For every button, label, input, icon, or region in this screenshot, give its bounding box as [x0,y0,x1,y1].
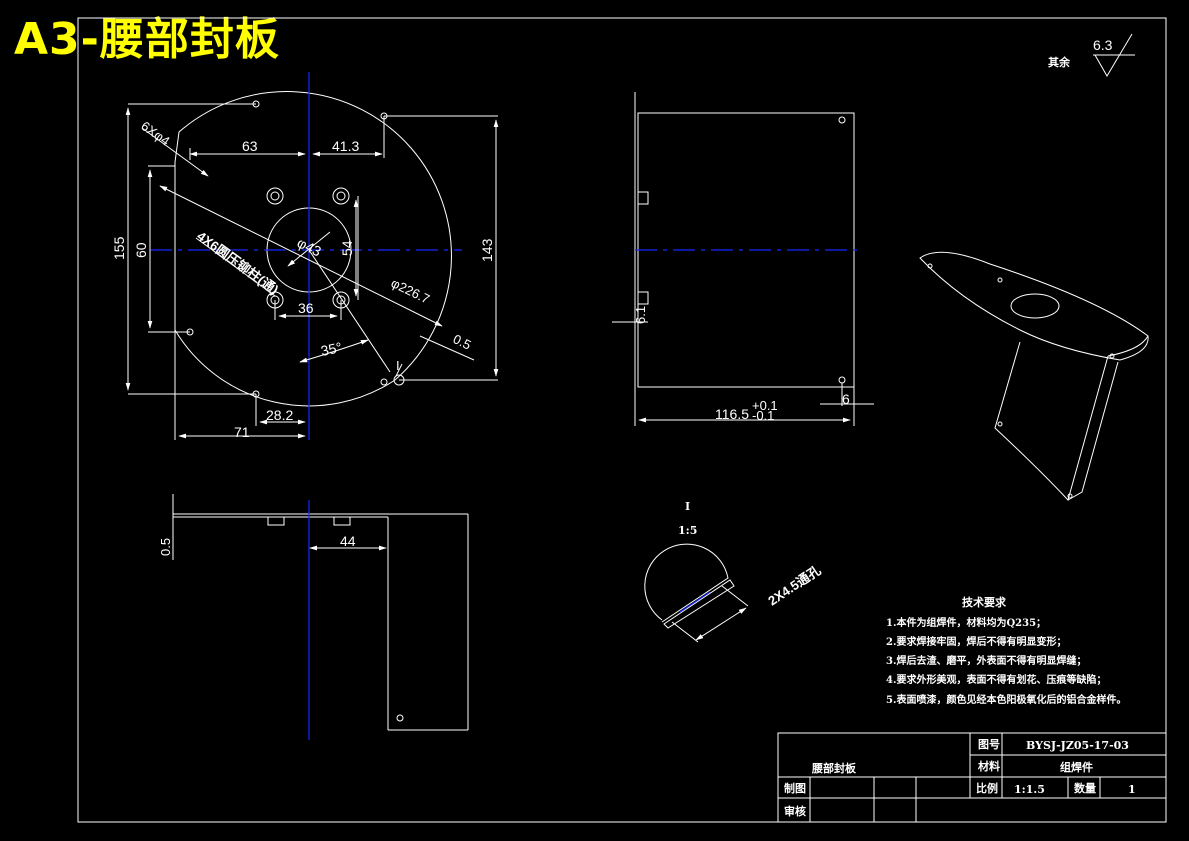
drawing-frame [77,17,1167,823]
dim-60: 60 [133,242,149,258]
title-block: 腰部封板 图号 BYSJ-JZ05-17-03 材料 组焊件 比例 1:1.5 … [777,732,1167,823]
tech-title: 技术要求 [962,595,1007,609]
dim-63: 63 [242,138,258,154]
side-tol-upper: +0.1 [752,398,778,413]
dim-41-3: 41.3 [332,138,359,154]
tb-material-label: 材料 [978,759,1000,773]
tech-item-1: 1.本件为组焊件，材料均为Q235； [886,616,1046,629]
bottom-thickness: 0.5 [158,538,173,556]
tech-requirements: 技术要求 1.本件为组焊件，材料均为Q235； 2.要求焊接牢固，焊后不得有明显… [886,595,1126,706]
dim-36: 36 [298,300,314,316]
tb-qty-label: 数量 [1074,781,1096,795]
side-width: 116.5 [715,406,749,422]
plan-view: 63 41.3 155 60 143 54 36 71 28.2 6Xφ4 φ4… [111,72,499,440]
detail-scale: 1:5 [678,524,697,537]
center-bore-dia: φ43 [295,234,324,259]
isometric-view [919,251,1149,501]
tech-item-2: 2.要求焊接牢固，焊后不得有明显变形； [886,635,1066,648]
tb-drawing-no-label: 图号 [978,738,1000,751]
surface-other-label: 其余 [1048,55,1071,69]
side-edge: 6 [842,391,850,407]
surface-roughness-symbol: 其余 6.3 [1048,33,1135,77]
tech-item-3: 3.焊后去渣、磨平，外表面不得有明显焊缝； [886,654,1086,667]
dim-28-2: 28.2 [266,407,293,423]
dim-155: 155 [111,236,127,260]
tb-part-name: 腰部封板 [811,761,857,775]
thickness-05: 0.5 [451,331,474,352]
tb-drawing-no: BYSJ-JZ05-17-03 [1026,739,1129,752]
detail-marker: I [396,358,400,373]
sheet-title: A3-腰部封板 [14,14,280,65]
detail-label: I [685,500,690,513]
outer-dia: φ226.7 [389,275,432,306]
bottom-dim-44: 44 [340,533,356,549]
dim-54: 54 [339,240,355,256]
tb-scale-label: 比例 [976,781,998,795]
tb-drawn-label: 制图 [784,781,806,795]
tb-qty: 1 [1128,783,1136,796]
detail-note: 2X4.5通孔 [765,563,823,609]
dim-71: 71 [234,424,250,440]
dim-143: 143 [479,238,495,262]
side-view: 116.5 +0.1 -0.1 6 6.1 [612,92,874,426]
tb-material: 组焊件 [1060,760,1093,774]
bottom-view: 44 0.5 [158,494,469,740]
plan-outline [174,91,452,407]
tb-checked-label: 审核 [784,804,806,818]
side-tol-lower: -0.1 [752,408,774,423]
hole-spec: 6Xφ4 [138,118,172,148]
tech-item-4: 4.要求外形美观，表面不得有划花、压痕等缺陷； [886,673,1106,686]
tb-scale: 1:1.5 [1014,783,1045,796]
detail-view: I 1:5 2X4.5通孔 [644,500,823,643]
side-slot: 6.1 [633,306,648,324]
angle-35: 35° [319,339,343,359]
tech-item-5: 5.表面喷漆，颜色见经本色阳极氧化后的铝合金样件。 [886,693,1126,706]
surface-roughness-value: 6.3 [1093,37,1113,53]
